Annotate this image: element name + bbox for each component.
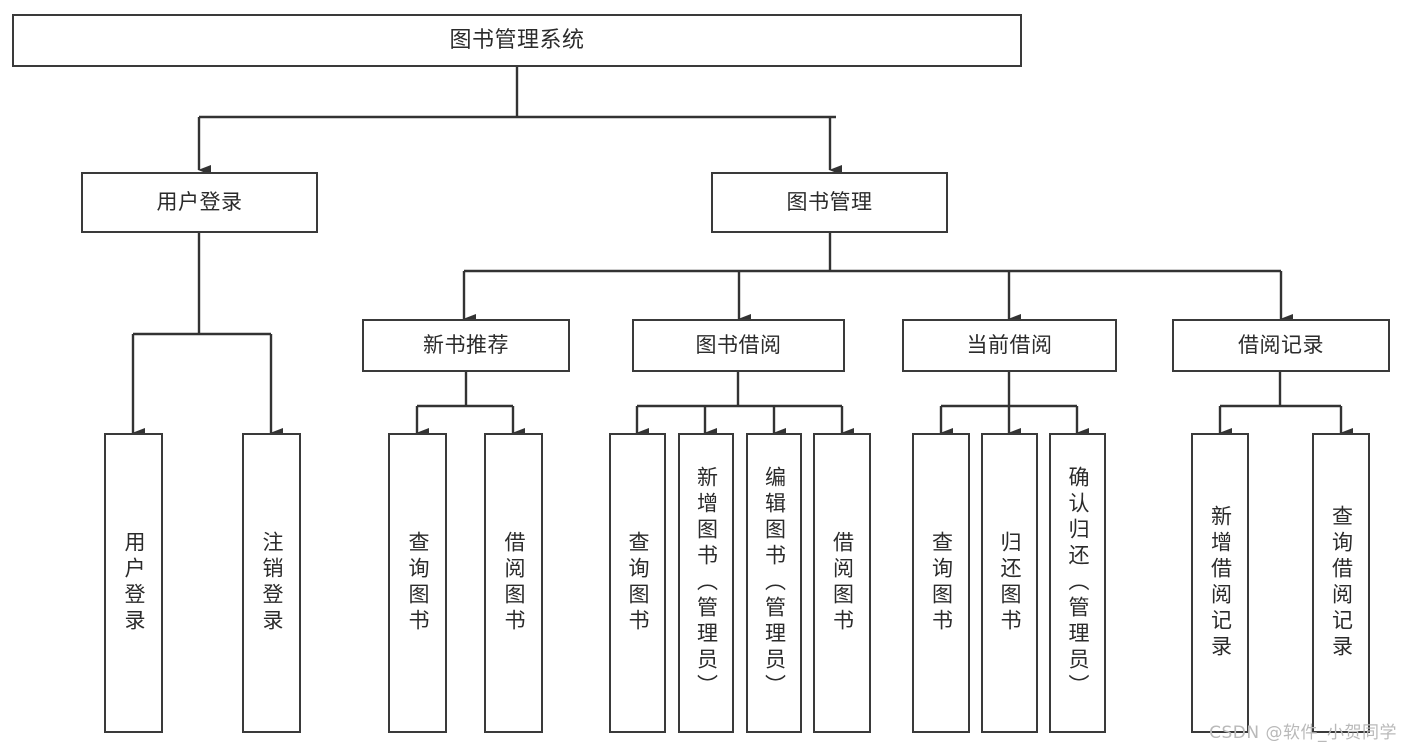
node-label: 查询图书 bbox=[626, 531, 650, 635]
node-label: 当前借阅 bbox=[966, 333, 1053, 358]
node-label: 归还图书 bbox=[998, 531, 1022, 635]
node-label: 查询借阅记录 bbox=[1329, 505, 1354, 661]
leaf-user-login-signout[interactable]: 注销登录 bbox=[242, 433, 301, 733]
node-borrow-record[interactable]: 借阅记录 bbox=[1172, 319, 1390, 372]
watermark-text: CSDN @软件_小贺同学 bbox=[1209, 723, 1397, 743]
leaf-record-add-record[interactable]: 新增借阅记录 bbox=[1191, 433, 1249, 733]
node-book-management[interactable]: 图书管理 bbox=[711, 172, 948, 233]
node-label: 查询图书 bbox=[929, 531, 954, 635]
node-label: 新书推荐 bbox=[423, 333, 509, 358]
leaf-borrow-add-book-admin[interactable]: 新增图书（管理员） bbox=[678, 433, 734, 733]
leaf-user-login-signin[interactable]: 用户登录 bbox=[104, 433, 163, 733]
node-root-system[interactable]: 图书管理系统 bbox=[12, 14, 1022, 67]
leaf-recommend-borrow-book[interactable]: 借阅图书 bbox=[484, 433, 543, 733]
leaf-current-return-book[interactable]: 归还图书 bbox=[981, 433, 1038, 733]
node-label: 确认归还（管理员） bbox=[1066, 466, 1090, 700]
leaf-borrow-query-book[interactable]: 查询图书 bbox=[609, 433, 666, 733]
node-book-borrow[interactable]: 图书借阅 bbox=[632, 319, 845, 372]
leaf-borrow-edit-book-admin[interactable]: 编辑图书（管理员） bbox=[746, 433, 802, 733]
node-label: 查询图书 bbox=[406, 531, 430, 635]
node-current-borrow[interactable]: 当前借阅 bbox=[902, 319, 1117, 372]
node-label: 借阅图书 bbox=[830, 531, 855, 635]
leaf-current-query-book[interactable]: 查询图书 bbox=[912, 433, 970, 733]
node-label: 图书管理 bbox=[786, 190, 873, 215]
node-label: 图书借阅 bbox=[695, 333, 782, 358]
node-label: 编辑图书（管理员） bbox=[762, 466, 787, 700]
leaf-record-query-record[interactable]: 查询借阅记录 bbox=[1312, 433, 1370, 733]
node-label: 注销登录 bbox=[260, 531, 284, 635]
node-label: 图书管理系统 bbox=[449, 27, 585, 53]
node-label: 新增借阅记录 bbox=[1208, 505, 1233, 661]
leaf-borrow-borrow-book[interactable]: 借阅图书 bbox=[813, 433, 871, 733]
node-label: 用户登录 bbox=[156, 190, 243, 215]
node-label: 新增图书（管理员） bbox=[694, 466, 719, 700]
node-user-login[interactable]: 用户登录 bbox=[81, 172, 318, 233]
leaf-current-confirm-return-admin[interactable]: 确认归还（管理员） bbox=[1049, 433, 1106, 733]
leaf-recommend-query-book[interactable]: 查询图书 bbox=[388, 433, 447, 733]
node-new-book-recommend[interactable]: 新书推荐 bbox=[362, 319, 570, 372]
node-label: 用户登录 bbox=[122, 531, 146, 635]
node-label: 借阅图书 bbox=[502, 531, 526, 635]
node-label: 借阅记录 bbox=[1238, 333, 1324, 358]
